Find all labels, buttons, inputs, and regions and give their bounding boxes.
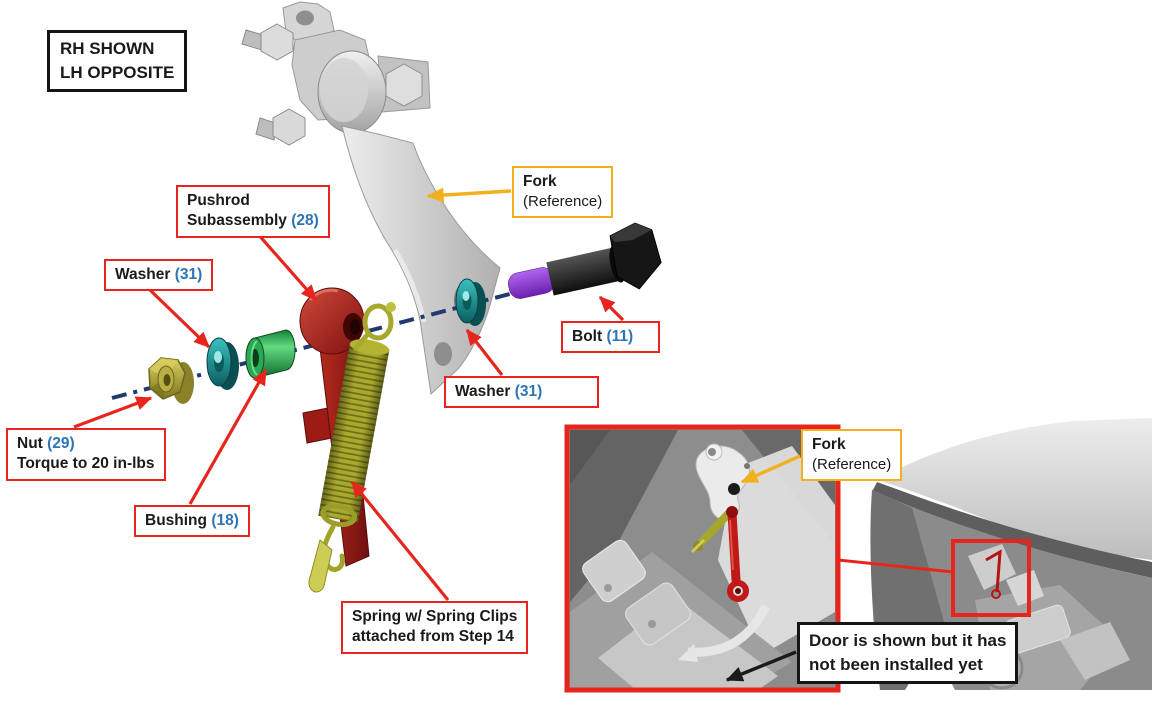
- bushing-label: Bushing (18): [134, 505, 250, 538]
- washer-right-3d: [455, 278, 486, 326]
- pushrod-hook-inset: [727, 580, 749, 602]
- part-number: (29): [47, 435, 75, 452]
- torque-note: Torque to 20 in-lbs: [17, 455, 155, 473]
- callout-connector: [837, 558, 954, 574]
- fuselage-skin: [877, 418, 1152, 560]
- orientation-note: RH SHOWN LH OPPOSITE: [47, 30, 188, 92]
- nut-3d: [148, 357, 194, 404]
- spring-label: Spring w/ Spring Clips attached from Ste…: [341, 601, 529, 654]
- nut-label: Nut (29) Torque to 20 in-lbs: [6, 428, 166, 481]
- bolt-label: Bolt (11): [561, 321, 660, 354]
- part-number: (31): [174, 266, 203, 283]
- bolt-3d: [508, 222, 662, 299]
- washer-left-label: Washer (31): [104, 259, 214, 292]
- washer-left-arrow: [148, 288, 211, 349]
- pushrod-inset: [727, 508, 741, 585]
- pushrod-tiny: [985, 549, 1002, 593]
- fork-hex-bolt: [260, 23, 294, 61]
- pushrod-label: Pushrod Subassembly (28): [176, 185, 330, 238]
- note-line2: LH OPPOSITE: [60, 62, 175, 82]
- fork-hex-bolt: [385, 63, 423, 107]
- spring-clip-top: [362, 303, 394, 341]
- highlight-rectangle: [951, 539, 1031, 617]
- spring-rod-inset: [696, 509, 733, 548]
- part-number: (11): [606, 328, 634, 345]
- fork-reference-inset-label: Fork (Reference): [801, 429, 903, 482]
- part-number: (28): [291, 212, 319, 230]
- fork-hex-bolt: [272, 108, 306, 146]
- bushing-3d: [245, 329, 296, 379]
- leader-arrows: [73, 187, 801, 682]
- inset-view: [564, 424, 841, 693]
- fork-3d: [241, 1, 501, 396]
- washer-left-3d: [206, 337, 239, 390]
- bolt-shank: [546, 247, 623, 296]
- bolt-arrow: [598, 295, 625, 322]
- spring-clip-bottom: [308, 539, 333, 593]
- door-arrow: [725, 650, 797, 682]
- washer-right-label: Washer (31): [444, 376, 599, 409]
- door-note-label: Door is shown but it has not been instal…: [797, 622, 1019, 684]
- fork-inset-arrow: [740, 454, 801, 484]
- inset-border: [564, 424, 841, 693]
- bushing-arrow: [188, 368, 268, 505]
- spring-arrow: [350, 480, 450, 602]
- spring-3d: [308, 302, 396, 593]
- washer-right-arrow: [465, 328, 504, 376]
- nut-arrow: [73, 396, 153, 429]
- fork-main-arrow: [426, 187, 512, 203]
- part-number: (18): [211, 512, 239, 529]
- part-number: (31): [514, 383, 543, 400]
- latch-arc: [687, 603, 771, 657]
- note-line1: RH SHOWN: [60, 39, 155, 58]
- fork-reference-label: Fork (Reference): [512, 166, 614, 219]
- pushrod-arrow: [255, 231, 318, 302]
